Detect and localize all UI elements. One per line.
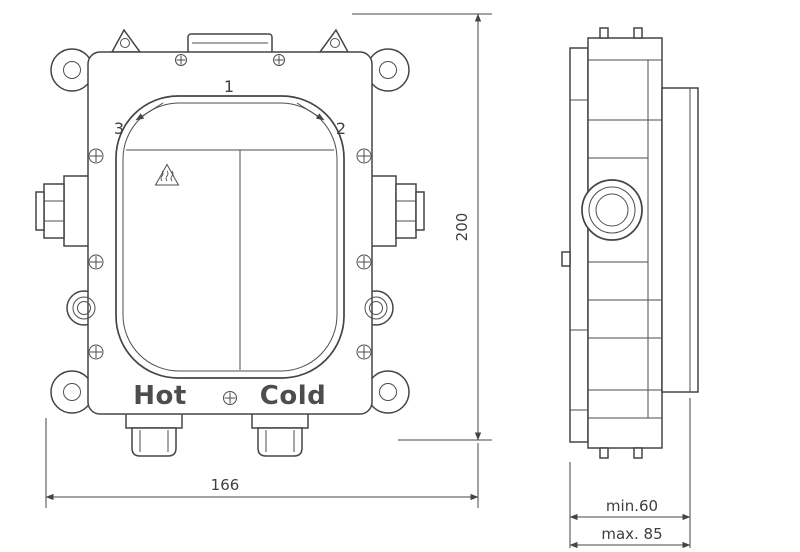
width-dimension-label: 166 [211,476,240,494]
screw-icon [88,344,104,360]
side-port-right [369,175,425,247]
hot-label: Hot [133,381,187,411]
step-3-label: 3 [114,119,124,138]
cold-label: Cold [260,381,326,411]
step-1-label: 1 [224,77,234,96]
side-port-circle [581,179,643,241]
screw-icon [223,391,237,405]
step-markers: 1 3 2 [114,77,346,138]
side-back-box [661,87,699,393]
screw-icon [356,344,372,360]
screw-icon [356,148,372,164]
hot-surface-warning-icon [154,163,180,186]
height-dimension-label: 200 [453,213,471,242]
dimension-height: 200 [352,13,492,441]
step-3-arrow-icon [135,102,164,121]
screw-icon [273,54,285,66]
side-view [561,27,699,459]
cold-port-connector [251,411,309,457]
side-clip [561,251,571,267]
valve-body [115,95,345,379]
top-mounting-tab [187,33,273,55]
screw-icon [88,254,104,270]
depth-min-label: min.60 [606,497,658,515]
front-view: Hot Cold 1 3 2 [35,28,425,457]
screw-icon [175,54,187,66]
screw-icon [356,254,372,270]
mounting-screws [88,54,372,405]
screw-icon [88,148,104,164]
side-body-profile [587,37,663,449]
dimension-depth: min.60 max. 85 [569,398,691,549]
step-2-label: 2 [336,119,346,138]
depth-max-label: max. 85 [601,525,662,543]
side-flange-profile [569,47,589,443]
hot-port-connector [125,411,183,457]
side-port-left [35,175,91,247]
dimension-width: 166 [45,418,479,508]
side-screw-studs [599,27,643,459]
mounting-holes [63,61,397,401]
step-2-arrow-icon [296,102,325,121]
